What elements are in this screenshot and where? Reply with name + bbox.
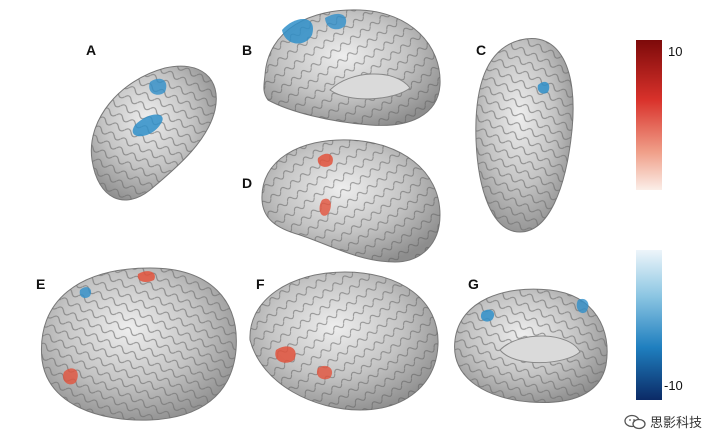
brain-panel-e xyxy=(40,267,237,421)
wechat-icon xyxy=(624,414,646,429)
activation-negative xyxy=(282,18,313,44)
activation-negative xyxy=(325,13,347,30)
brain-panel-b xyxy=(263,9,441,126)
brain-panel-c xyxy=(475,38,574,233)
colorbar-negative xyxy=(636,250,662,400)
activation-positive xyxy=(275,346,296,363)
panel-label-d: D xyxy=(242,175,253,191)
activation-positive xyxy=(137,271,155,282)
panel-label-a: A xyxy=(86,42,97,58)
brain-panel-a xyxy=(90,65,217,201)
activation-negative xyxy=(480,309,495,322)
watermark: 思影科技 xyxy=(624,412,702,431)
activation-negative xyxy=(576,298,589,314)
activation-negative xyxy=(79,287,92,298)
activation-positive xyxy=(317,153,333,167)
brain-panel-g xyxy=(454,288,608,403)
activation-positive xyxy=(316,365,333,380)
colorbar-min-label: -10 xyxy=(664,378,683,393)
activation-positive xyxy=(319,198,331,216)
colorbar-max-label: 10 xyxy=(668,44,683,59)
panel-label-f: F xyxy=(256,276,265,292)
panel-label-c: C xyxy=(476,42,487,58)
activation-negative xyxy=(537,81,550,94)
activation-negative xyxy=(132,114,163,137)
panel-label-g: G xyxy=(468,276,479,292)
colorbar-positive xyxy=(636,40,662,190)
activation-negative xyxy=(149,78,167,95)
brain-panel-d xyxy=(261,139,441,263)
panel-label-b: B xyxy=(242,42,253,58)
activation-positive xyxy=(63,368,78,385)
watermark-text: 思影科技 xyxy=(649,416,702,431)
brain-panel-f xyxy=(249,271,439,411)
panel-label-e: E xyxy=(36,276,46,292)
